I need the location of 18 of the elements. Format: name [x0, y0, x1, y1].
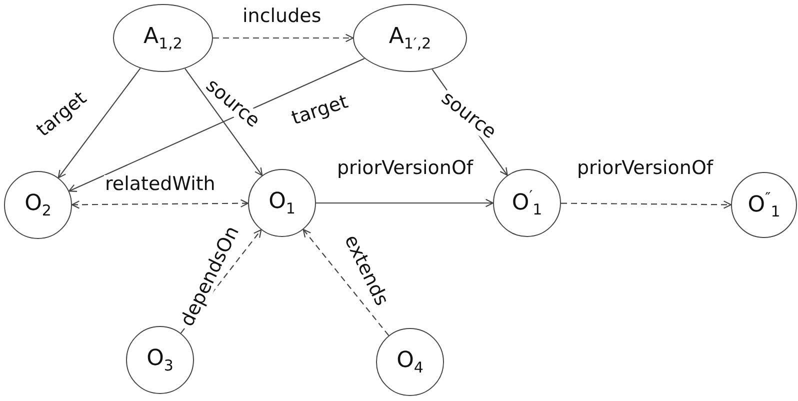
arrow: [213, 34, 354, 42]
node-label: O$_{1}$: [268, 188, 296, 218]
node-label: O$_{4}$: [396, 348, 424, 376]
arrow: [184, 68, 263, 176]
edge-label: priorVersionOf: [336, 158, 474, 178]
edge-label: relatedWith: [104, 174, 216, 194]
node-label: O$_{2}$: [24, 190, 52, 220]
arrow: [71, 199, 249, 209]
arrow: [302, 228, 390, 336]
arrow: [68, 58, 365, 192]
edge-label: includes: [242, 6, 322, 26]
arrow: [58, 68, 141, 178]
node-label: O$_{3}$: [146, 346, 174, 374]
edge-label: priorVersionOf: [576, 158, 714, 178]
arrow: [561, 200, 732, 209]
arrow: [316, 198, 494, 208]
node-label: A$_{1,2}$: [144, 24, 182, 52]
node-label: A$_{1′,2}$: [388, 24, 432, 52]
